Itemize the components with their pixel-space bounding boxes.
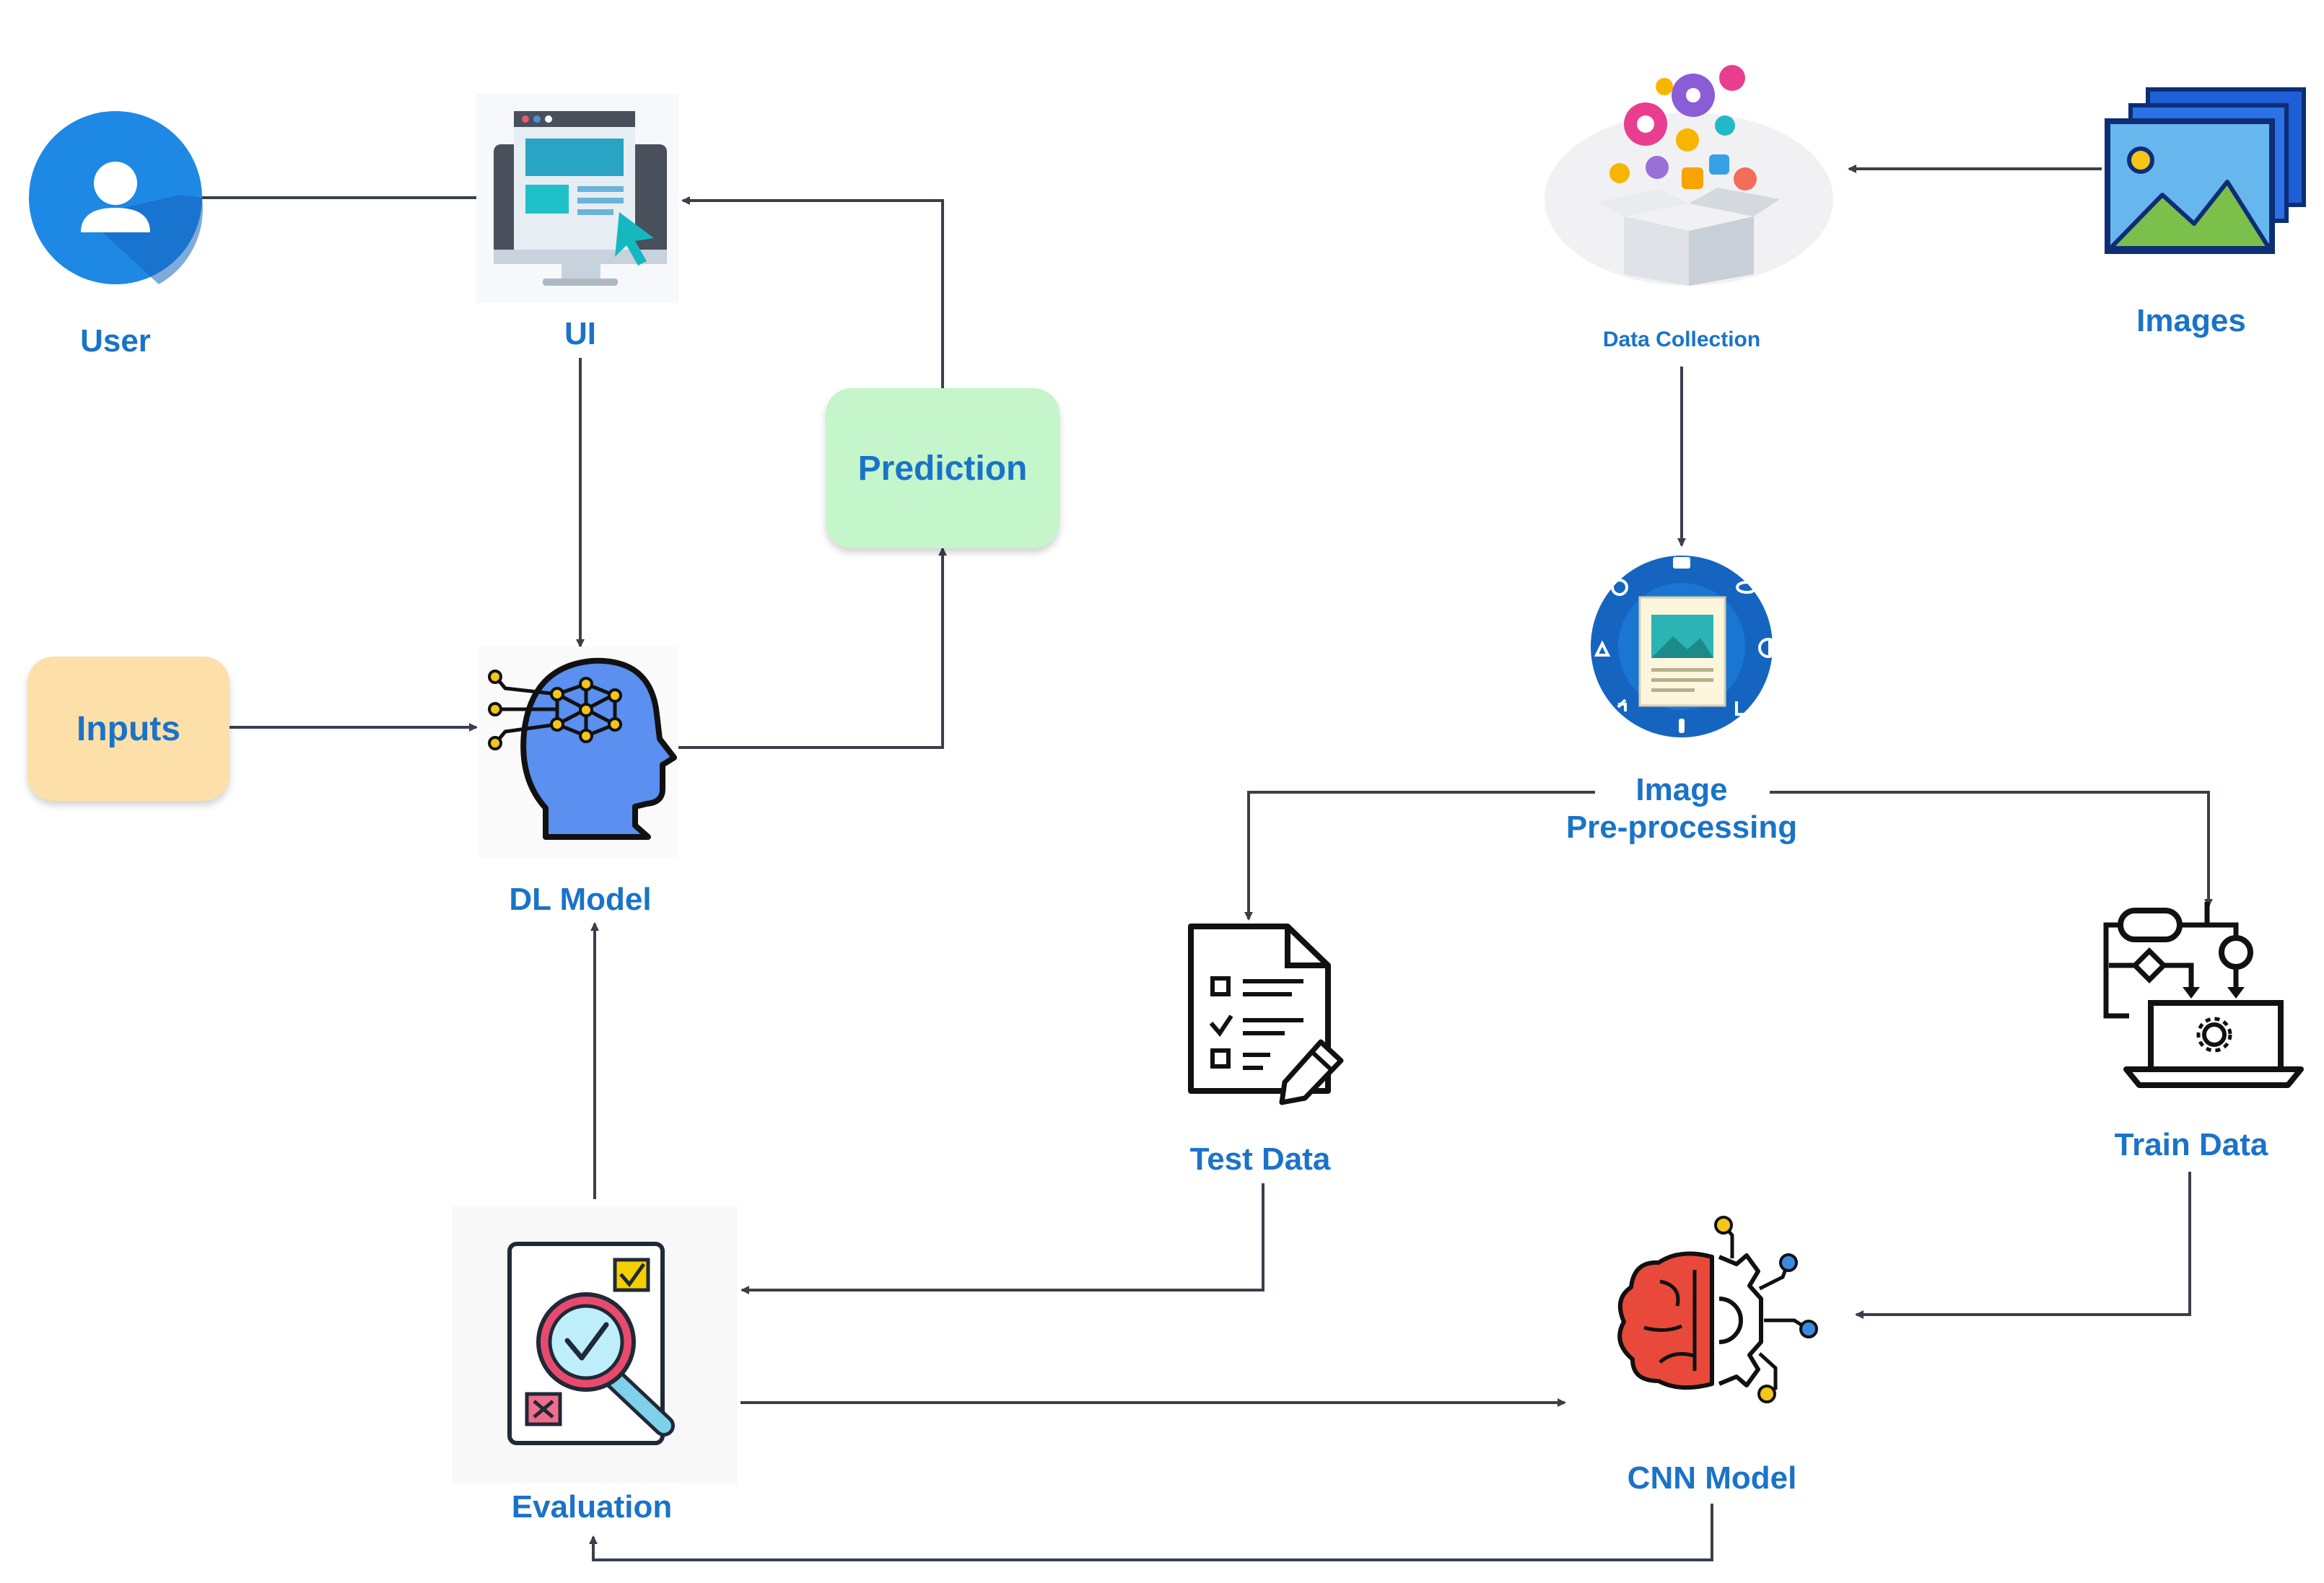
edge-prediction-to-ui bbox=[681, 196, 944, 388]
train-data-label: Train Data bbox=[2114, 1127, 2268, 1162]
data-collection-label: Data Collection bbox=[1602, 328, 1761, 351]
evaluation-label: Evaluation bbox=[511, 1489, 673, 1525]
edge-train-data-to-cnn-model bbox=[1855, 1172, 2191, 1319]
image-preprocessing-label-line1: Image bbox=[1635, 772, 1728, 807]
inputs-node[interactable]: Inputs bbox=[27, 657, 230, 801]
flowchart-laptop-icon bbox=[2103, 902, 2304, 1088]
user-icon bbox=[29, 111, 204, 284]
evaluation-magnifier-icon bbox=[452, 1206, 738, 1483]
brain-circuit-icon bbox=[1617, 1216, 1818, 1403]
prediction-node[interactable]: Prediction bbox=[826, 388, 1060, 548]
monitor-ui-icon bbox=[476, 94, 678, 303]
edge-cnn-model-to-evaluation bbox=[589, 1504, 1713, 1561]
user-label: User bbox=[80, 323, 151, 359]
edge-test-data-to-evaluation bbox=[741, 1183, 1264, 1294]
image-processing-icon bbox=[1591, 556, 1778, 737]
edge-dl-model-to-prediction bbox=[676, 547, 947, 749]
inputs-label: Inputs bbox=[77, 709, 180, 748]
cnn-model-label: CNN Model bbox=[1627, 1460, 1797, 1496]
ui-label: UI bbox=[564, 316, 596, 351]
test-data-label: Test Data bbox=[1189, 1141, 1331, 1177]
dl-model-label: DL Model bbox=[509, 882, 652, 917]
image-stack-icon bbox=[2105, 87, 2306, 254]
connectors bbox=[202, 165, 2213, 1561]
edge-preprocessing-to-train-data bbox=[1770, 791, 2213, 908]
image-preprocessing-label-line2: Pre-processing bbox=[1565, 810, 1798, 845]
checklist-document-icon bbox=[1188, 924, 1344, 1105]
data-box-icon bbox=[1545, 65, 1833, 286]
images-label: Images bbox=[2136, 303, 2246, 338]
edge-preprocessing-to-test-data bbox=[1244, 791, 1595, 921]
prediction-label: Prediction bbox=[857, 449, 1028, 488]
ai-head-icon bbox=[479, 646, 678, 857]
